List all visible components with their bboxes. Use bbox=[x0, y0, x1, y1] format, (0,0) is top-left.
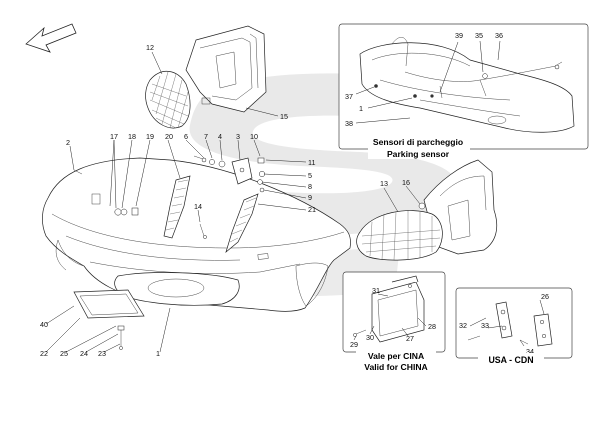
callout-23: 23 bbox=[98, 349, 106, 358]
left-fasteners bbox=[73, 169, 139, 216]
right-grille-mesh bbox=[356, 210, 443, 261]
center-grille-left bbox=[163, 175, 191, 239]
usa-cdn-inset: 26 32 33 34 USA - CDN bbox=[455, 287, 573, 365]
sensor-bumper bbox=[359, 42, 575, 133]
callout-37: 37 bbox=[345, 92, 353, 101]
callout-11: 11 bbox=[308, 158, 315, 167]
callout-3: 3 bbox=[236, 132, 240, 141]
callout-4: 4 bbox=[218, 132, 222, 141]
callout-2: 2 bbox=[66, 138, 70, 147]
callout-24: 24 bbox=[80, 349, 88, 358]
callout-29: 29 bbox=[350, 340, 358, 349]
callout-30: 30 bbox=[366, 333, 374, 342]
callout-16: 16 bbox=[402, 178, 410, 187]
left-duct bbox=[185, 25, 267, 113]
main-bumper-assembly bbox=[42, 157, 351, 350]
callout-22: 22 bbox=[40, 349, 48, 358]
under-tray bbox=[73, 289, 145, 319]
main-callouts: 12 15 2 17 18 19 20 6 7 4 3 10 11 5 8 9 … bbox=[40, 43, 410, 358]
direction-arrow-icon bbox=[25, 23, 77, 53]
sensor-title-en: Parking sensor bbox=[387, 149, 450, 159]
leader-lines bbox=[45, 51, 421, 353]
callout-34: 34 bbox=[526, 347, 534, 356]
callout-14: 14 bbox=[194, 202, 202, 211]
callout-35: 35 bbox=[475, 31, 483, 40]
callout-27: 27 bbox=[406, 334, 414, 343]
callout-32: 32 bbox=[459, 321, 467, 330]
usa-frame bbox=[455, 287, 573, 359]
screw-14 bbox=[199, 223, 207, 239]
sensor-icon bbox=[482, 73, 488, 79]
callout-10: 10 bbox=[250, 132, 258, 141]
callout-6: 6 bbox=[184, 132, 188, 141]
sensor-title-it: Sensori di parcheggio bbox=[373, 137, 463, 147]
callout-13: 13 bbox=[380, 179, 388, 188]
parking-sensor-inset: 39 35 36 37 1 38 Sensori di parcheggio P… bbox=[338, 23, 589, 159]
china-caption-en: Valid for CHINA bbox=[364, 362, 428, 372]
china-caption-it: Vale per CINA bbox=[368, 351, 424, 361]
callout-40: 40 bbox=[40, 320, 48, 329]
callout-1-sensor: 1 bbox=[359, 104, 363, 113]
china-plate-inset: 31 28 30 27 29 Vale per CINA Valid for C… bbox=[342, 271, 446, 372]
callout-28: 28 bbox=[428, 322, 436, 331]
callout-36: 36 bbox=[495, 31, 503, 40]
callout-5: 5 bbox=[308, 171, 312, 180]
usa-caption: USA - CDN bbox=[488, 355, 533, 365]
callout-12: 12 bbox=[146, 43, 154, 52]
callout-25: 25 bbox=[60, 349, 68, 358]
callout-33: 33 bbox=[481, 321, 489, 330]
callout-7: 7 bbox=[204, 132, 208, 141]
mounting-bracket bbox=[193, 155, 266, 193]
callout-20: 20 bbox=[165, 132, 173, 141]
callout-21: 21 bbox=[308, 205, 316, 214]
callout-8: 8 bbox=[308, 182, 312, 191]
callout-26: 26 bbox=[541, 292, 549, 301]
callout-19: 19 bbox=[146, 132, 154, 141]
callout-15: 15 bbox=[280, 112, 288, 121]
callout-38: 38 bbox=[345, 119, 353, 128]
callout-39: 39 bbox=[455, 31, 463, 40]
left-grille-mesh bbox=[145, 71, 191, 129]
center-grille-right bbox=[225, 193, 259, 254]
callout-9: 9 bbox=[308, 193, 312, 202]
callout-18: 18 bbox=[128, 132, 136, 141]
callout-17: 17 bbox=[110, 132, 118, 141]
right-duct bbox=[356, 159, 498, 261]
callout-31: 31 bbox=[372, 286, 380, 295]
callout-1: 1 bbox=[156, 349, 160, 358]
